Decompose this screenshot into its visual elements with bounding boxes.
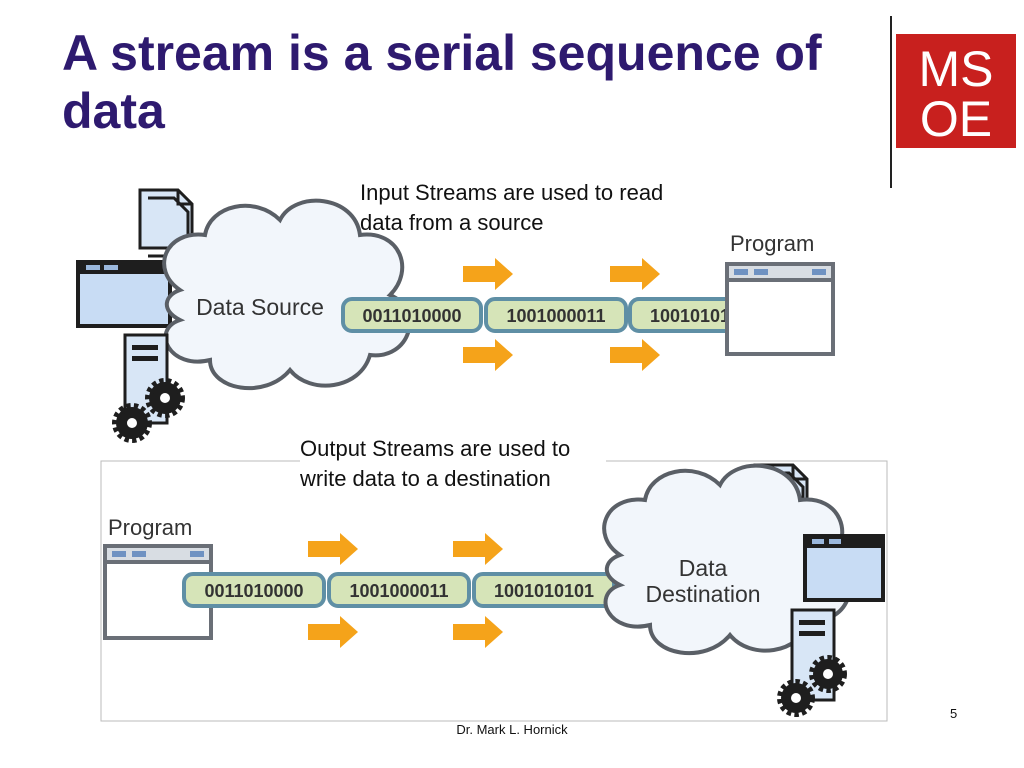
arrow-icon xyxy=(463,258,660,371)
window-icon xyxy=(76,260,172,328)
bit-segment-label: 1001010101 xyxy=(494,581,594,601)
logo-background xyxy=(896,34,1016,148)
input-stream-diagram: Data Source 0011010000 1001000011 100101… xyxy=(76,188,835,443)
slide-footer: Dr. Mark L. Hornick xyxy=(456,722,568,737)
title-divider xyxy=(890,16,892,188)
program-label: Program xyxy=(108,515,192,540)
bit-segment-label: 0011010000 xyxy=(362,306,461,326)
gear-icon xyxy=(777,655,847,717)
output-stream-diagram: Program 0011010000 1001000011 1001010101… xyxy=(100,460,888,722)
bit-segment: 1001000011 xyxy=(484,297,628,333)
program-window-icon xyxy=(103,544,213,640)
gear-icon xyxy=(112,378,185,443)
bit-segment: 0011010000 xyxy=(341,297,483,333)
bit-segment: 0011010000 xyxy=(182,572,326,608)
logo-text-bottom: OE xyxy=(920,91,992,147)
msoe-logo: MS OE xyxy=(896,34,1016,148)
bit-segment-label: 0011010000 xyxy=(204,581,303,601)
program-window-icon xyxy=(725,262,835,356)
output-stream-caption: Output Streams are used to write data to… xyxy=(300,434,606,494)
data-destination-label-line1: Data xyxy=(679,555,728,581)
logo-text-top: MS xyxy=(919,41,994,97)
bit-segment: 1001010101 xyxy=(472,572,616,608)
slide-title: A stream is a serial sequence of data xyxy=(62,25,822,139)
page-number: 5 xyxy=(950,706,958,721)
bit-segment: 1001000011 xyxy=(327,572,471,608)
input-stream-caption: Input Streams are used to read data from… xyxy=(360,180,664,235)
data-source-label: Data Source xyxy=(196,294,324,320)
program-label: Program xyxy=(730,231,814,256)
data-destination-label-line2: Destination xyxy=(645,581,760,607)
bit-segment-label: 1001000011 xyxy=(349,581,448,601)
bit-segment-label: 1001000011 xyxy=(506,306,605,326)
arrow-icon xyxy=(308,533,503,648)
window-icon xyxy=(803,534,885,602)
